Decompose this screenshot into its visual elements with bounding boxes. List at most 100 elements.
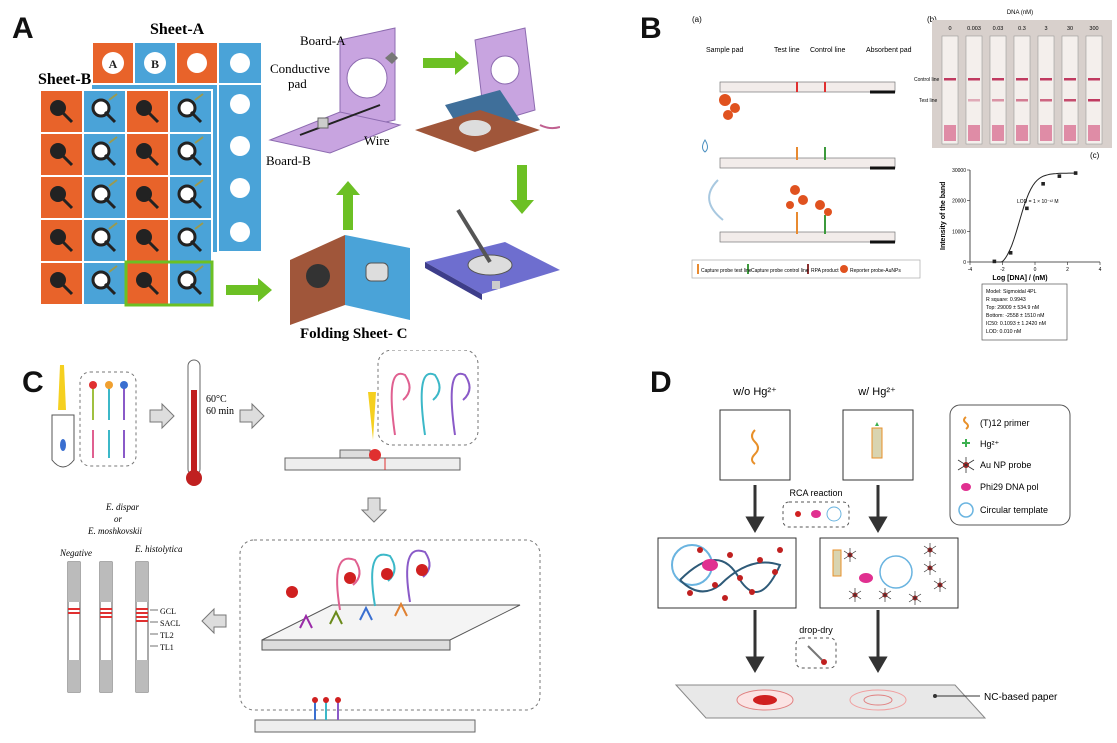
au-np-dot bbox=[712, 582, 718, 588]
strip-pad bbox=[136, 562, 148, 602]
droplet-icon bbox=[702, 139, 708, 153]
sample-stain bbox=[1040, 125, 1052, 141]
legend-item-4: Reporter probe-AuNPs bbox=[850, 268, 901, 274]
dna-conc-label: 0.3 bbox=[1018, 26, 1026, 32]
au-np-dot bbox=[777, 547, 783, 553]
y-tick-label: 30000 bbox=[952, 168, 966, 174]
data-point bbox=[992, 259, 997, 264]
probe-arms bbox=[843, 548, 857, 562]
strip-band bbox=[100, 616, 112, 618]
panel-label-d: D bbox=[650, 366, 672, 399]
test-band bbox=[1016, 99, 1028, 102]
thermometer-icon bbox=[186, 359, 202, 486]
dna-header: DNA (nM) bbox=[1007, 10, 1033, 16]
probe-arms bbox=[923, 561, 937, 575]
board-a-label: Board-A bbox=[300, 33, 346, 48]
sample-stain bbox=[968, 125, 980, 141]
test-band bbox=[1064, 99, 1076, 102]
legend-au-probe: Au NP probe bbox=[980, 460, 1031, 470]
legend-phi29: Phi29 DNA pol bbox=[980, 482, 1039, 492]
sub-label-a: (a) bbox=[692, 15, 702, 24]
result-strips bbox=[67, 561, 158, 693]
x-tick-label: -4 bbox=[968, 267, 973, 273]
strip-pad bbox=[68, 562, 80, 602]
reaction-tube bbox=[51, 365, 75, 468]
stat-line: Model: Sigmoidal 4PL bbox=[986, 289, 1037, 295]
legend-item-3: RPA product bbox=[811, 268, 839, 274]
circle-b-letter: B bbox=[151, 57, 159, 71]
legend-item-1: Capture probe test line bbox=[701, 268, 752, 274]
data-point bbox=[1025, 206, 1029, 211]
dna-conc-label: 3 bbox=[1044, 26, 1047, 32]
e-histolytica-label: E. histolytica bbox=[134, 544, 183, 554]
hairpin-box bbox=[377, 350, 479, 446]
test-band bbox=[1040, 99, 1052, 102]
panel-label-a: A bbox=[12, 12, 34, 45]
time-label: 60 min bbox=[206, 406, 234, 417]
control-band bbox=[1016, 78, 1028, 81]
flow-arrows bbox=[226, 51, 534, 302]
folded-board bbox=[415, 27, 560, 152]
y-tick-label: 10000 bbox=[952, 229, 966, 235]
dna-conc-label: 0.03 bbox=[993, 26, 1004, 32]
photo-strips bbox=[941, 35, 1103, 145]
strip-pad bbox=[100, 562, 112, 602]
test-band bbox=[1088, 99, 1100, 102]
sample-pad-label: Sample pad bbox=[706, 47, 743, 54]
line-label: GCL bbox=[160, 607, 176, 616]
strip-band bbox=[136, 608, 148, 610]
sample-stain bbox=[944, 125, 956, 141]
e-dispar-label: E. dispar bbox=[105, 502, 140, 512]
au-np-dot bbox=[737, 575, 743, 581]
x-tick-label: 2 bbox=[1066, 267, 1069, 273]
line-label: TL1 bbox=[160, 643, 174, 652]
dna-conc-label: 0.003 bbox=[967, 26, 981, 32]
strip-band bbox=[100, 612, 112, 614]
stats-box bbox=[981, 283, 1068, 341]
no-product-box bbox=[819, 537, 959, 609]
hairpins-bound bbox=[336, 549, 431, 611]
photo-strip bbox=[1037, 35, 1055, 145]
with-hg-label: w/ Hg²⁺ bbox=[857, 386, 896, 398]
probe-arms bbox=[848, 588, 862, 602]
flow-curve bbox=[708, 179, 724, 221]
data-point bbox=[1008, 251, 1013, 255]
legend-primer: (T)12 primer bbox=[980, 418, 1030, 428]
au-np-dot bbox=[757, 557, 763, 563]
x-tick-label: -2 bbox=[1000, 267, 1005, 273]
control-band bbox=[1064, 78, 1076, 81]
control-band bbox=[968, 78, 980, 81]
photo-strip bbox=[1061, 35, 1079, 145]
photo-strip bbox=[941, 35, 959, 145]
test-band bbox=[992, 99, 1004, 102]
strip-band bbox=[100, 608, 112, 610]
y-tick-label: 20000 bbox=[952, 199, 966, 205]
negative-label: Negative bbox=[59, 548, 92, 558]
dna-conc-label: 300 bbox=[1089, 26, 1098, 32]
zoom-box bbox=[239, 539, 541, 711]
strip-pad bbox=[68, 660, 80, 692]
au-np-dot bbox=[727, 552, 733, 558]
x-tick-label: 0 bbox=[1034, 267, 1037, 273]
sub-label-c: (c) bbox=[1090, 151, 1100, 160]
panel-b: (a) Sample pad Test line Control line Ab… bbox=[691, 10, 1112, 341]
without-hg-label: w/o Hg²⁺ bbox=[732, 386, 777, 398]
sub-label-b: (b) bbox=[927, 15, 937, 24]
legend-template: Circular template bbox=[980, 505, 1048, 515]
chart-ylabel: Intensity of the band bbox=[940, 182, 947, 250]
legend-item-2: Capture probe control line bbox=[751, 268, 809, 274]
fit-curve bbox=[992, 172, 1078, 263]
aunp-particles bbox=[719, 94, 832, 216]
legend-box bbox=[949, 404, 1071, 526]
x-tick-label: 4 bbox=[1099, 267, 1102, 273]
board-b-label: Board-B bbox=[266, 153, 311, 168]
test-band bbox=[968, 99, 980, 102]
probe-arms bbox=[933, 578, 947, 592]
sheet-a-label: Sheet-A bbox=[150, 21, 205, 38]
strip-pad bbox=[136, 660, 148, 692]
chart-xlabel: Log [DNA] / (nM) bbox=[992, 275, 1047, 282]
flow-arrows-d bbox=[745, 485, 888, 673]
measurement-device bbox=[425, 208, 560, 300]
